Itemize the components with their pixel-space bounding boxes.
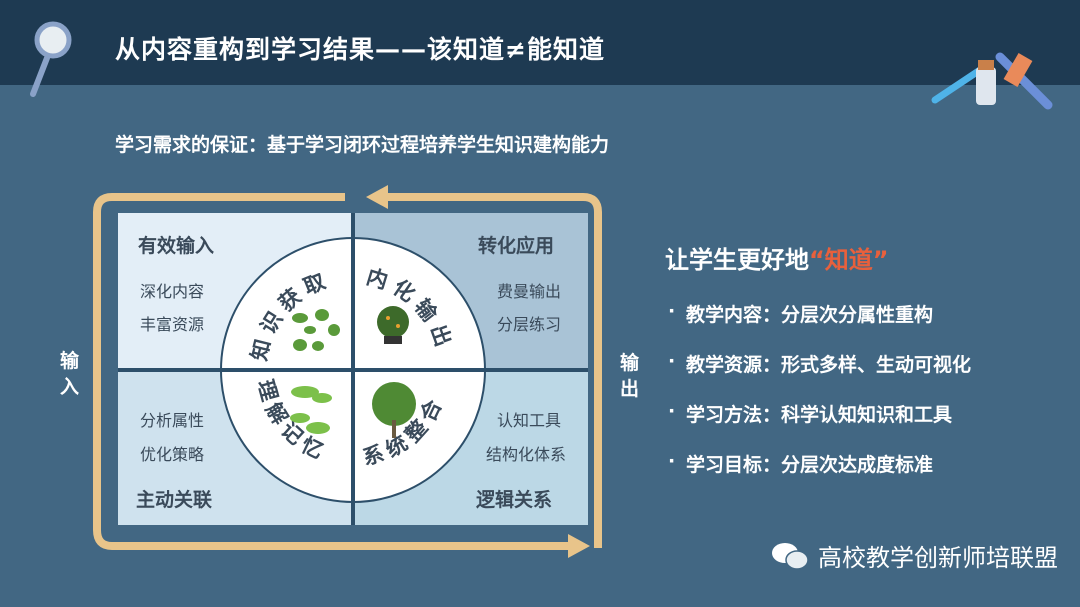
arrow-head-left bbox=[366, 185, 388, 209]
page-title: 从内容重构到学习结果——该知道≠能知道 bbox=[115, 35, 605, 64]
quadrant-item: 分析属性 bbox=[140, 411, 204, 430]
side-title-prefix: 让学生更好地 bbox=[665, 246, 809, 274]
header-bar bbox=[0, 0, 1080, 85]
quadrant-item: 认知工具 bbox=[497, 411, 561, 430]
branch-image bbox=[290, 386, 332, 434]
quadrant-item: 优化策略 bbox=[140, 445, 204, 464]
side-title: 让学生更好地“知道” bbox=[665, 240, 889, 275]
input-label: 输入 bbox=[60, 350, 80, 398]
quadrant-item: 深化内容 bbox=[140, 282, 204, 301]
quadrant-item: 丰富资源 bbox=[140, 315, 204, 334]
bonsai-image bbox=[377, 306, 409, 344]
wechat-icon bbox=[772, 542, 809, 570]
subtitle: 学习需求的保证：基于学习闭环过程培养学生知识建构能力 bbox=[115, 134, 610, 156]
bullet-item: ·学习目标：分层次达成度标准 bbox=[668, 450, 934, 476]
loop-arrow-top bbox=[385, 193, 602, 548]
loop-arrow-bottom bbox=[93, 193, 570, 550]
quadrant-item: 结构化体系 bbox=[486, 445, 566, 464]
output-label: 输出 bbox=[620, 352, 640, 400]
quadrant-title-associate: 主动关联 bbox=[136, 488, 212, 511]
quadrant-title-logic: 逻辑关系 bbox=[476, 488, 552, 511]
watermark-text: 高校教学创新师培联盟 bbox=[818, 544, 1058, 572]
bullet-item: ·教学资源：形式多样、生动可视化 bbox=[668, 350, 972, 376]
magnifier-icon bbox=[30, 21, 72, 97]
arrow-head-right bbox=[568, 534, 590, 558]
quadrant-title-input: 有效输入 bbox=[138, 234, 214, 257]
bullet-item: ·教学内容：分层次分属性重构 bbox=[668, 300, 934, 326]
tree-image bbox=[372, 382, 416, 438]
quadrant-item: 费曼输出 bbox=[497, 282, 561, 301]
bullet-list: ·教学内容：分层次分属性重构 ·教学资源：形式多样、生动可视化 ·学习方法：科学… bbox=[668, 300, 971, 500]
leaves-image bbox=[292, 309, 340, 351]
quadrant-item: 分层练习 bbox=[497, 315, 561, 334]
watermark: 高校教学创新师培联盟 bbox=[770, 538, 1058, 573]
paint-tools-icon bbox=[931, 52, 1053, 110]
quadrant-title-apply: 转化应用 bbox=[478, 234, 554, 257]
side-title-highlight: “知道” bbox=[809, 246, 889, 274]
bullet-item: ·学习方法：科学认知知识和工具 bbox=[668, 400, 953, 426]
